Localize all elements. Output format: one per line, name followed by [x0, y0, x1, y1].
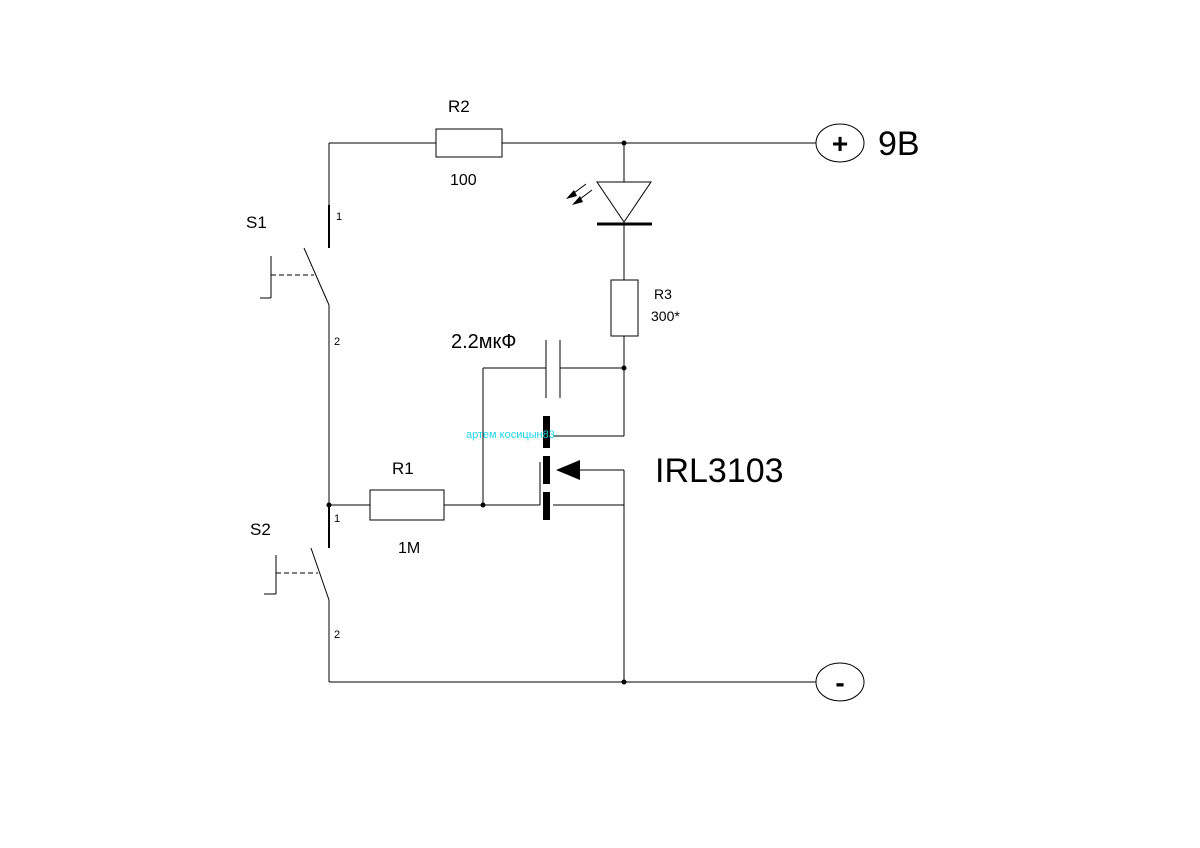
switch-s2-icon: [264, 505, 330, 608]
s1-name: S1: [246, 213, 267, 232]
negative-terminal-symbol: -: [835, 667, 844, 698]
switch-s1-icon: [260, 205, 330, 315]
positive-terminal-symbol: +: [832, 128, 848, 159]
resistor-r1: [369, 489, 445, 521]
capacitor-icon: [545, 340, 561, 398]
positive-terminal-label: 9В: [878, 125, 920, 163]
junction-dots: [326, 140, 627, 685]
s2-pin2: 2: [334, 629, 340, 641]
transistor-name: IRL3103: [655, 452, 784, 490]
resistor-r3: [610, 279, 639, 337]
capacitor-value: 2.2мкФ: [451, 331, 517, 353]
watermark: артем косицын83: [466, 429, 555, 441]
mosfet-icon: [539, 416, 580, 520]
s1-pin1: 1: [336, 211, 342, 223]
r3-value: 300*: [651, 308, 680, 324]
r3-name: R3: [654, 286, 672, 302]
s2-pin1: 1: [334, 513, 340, 525]
s2-name: S2: [250, 520, 271, 539]
led-icon: [566, 181, 652, 226]
resistor-r2: [435, 128, 503, 158]
r1-name: R1: [392, 459, 414, 478]
wires: [328, 142, 816, 683]
r1-value: 1M: [398, 540, 420, 557]
positive-terminal-icon: [815, 123, 865, 163]
r2-name: R2: [448, 97, 470, 116]
negative-terminal-icon: [815, 662, 865, 702]
r2-value: 100: [450, 172, 477, 189]
s1-pin2: 2: [334, 336, 340, 348]
